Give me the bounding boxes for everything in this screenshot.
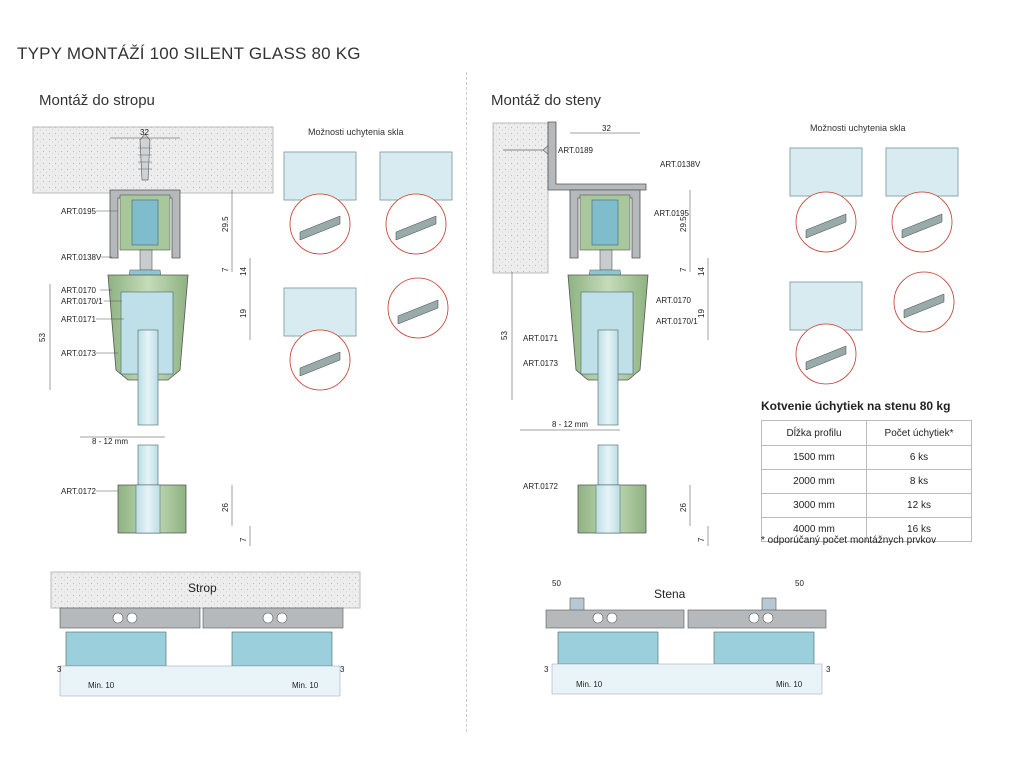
dim-7b: 7 bbox=[239, 537, 248, 542]
dim-7-r: 7 bbox=[679, 267, 688, 272]
label-art0173: ART.0173 bbox=[61, 349, 97, 358]
dim-32: 32 bbox=[140, 128, 149, 137]
dim-32-r: 32 bbox=[602, 124, 611, 133]
right-fifty-b: 50 bbox=[795, 579, 804, 588]
cell-count: 8 ks bbox=[866, 469, 972, 494]
left-min10-b: Min. 10 bbox=[292, 681, 319, 690]
dim-19: 19 bbox=[239, 309, 248, 318]
anchoring-table: Dĺžka profilu Počet úchytiek* 1500 mm 6 … bbox=[761, 420, 972, 542]
label-art0170-1-r: ART.0170/1 bbox=[656, 317, 698, 326]
dim-19-r: 19 bbox=[697, 309, 706, 318]
right-three-b: 3 bbox=[826, 665, 831, 674]
dim-53: 53 bbox=[38, 333, 47, 342]
right-min10-a: Min. 10 bbox=[576, 680, 603, 689]
label-art0189: ART.0189 bbox=[558, 146, 594, 155]
dim-14: 14 bbox=[239, 267, 248, 276]
right-fifty-a: 50 bbox=[552, 579, 561, 588]
dim-26-r: 26 bbox=[679, 503, 688, 512]
dim-14-r: 14 bbox=[697, 267, 706, 276]
page-title: TYPY MONTÁŽÍ 100 SILENT GLASS 80 KG bbox=[17, 44, 361, 63]
label-art0138v: ART.0138V bbox=[61, 253, 102, 262]
label-art0138v-r: ART.0138V bbox=[660, 160, 701, 169]
right-part-labels: ART.0189 ART.0138V ART.0195 ART.0170 ART… bbox=[523, 146, 701, 491]
label-art0172-r: ART.0172 bbox=[523, 482, 559, 491]
right-options-caption: Možnosti uchytenia skla bbox=[810, 123, 906, 133]
label-art0173-r: ART.0173 bbox=[523, 359, 559, 368]
label-strop: Strop bbox=[188, 581, 217, 595]
left-glass-options bbox=[283, 151, 453, 391]
label-art0170: ART.0170 bbox=[61, 286, 97, 295]
left-part-labels: ART.0195 ART.0138V ART.0170 ART.0170/1 A… bbox=[61, 207, 124, 496]
top-track-profile bbox=[109, 189, 181, 259]
dim-8-12: 8 - 12 mm bbox=[92, 437, 128, 446]
header-length: Dĺžka profilu bbox=[761, 420, 867, 446]
cell-length: 2000 mm bbox=[761, 469, 867, 494]
left-three-a: 3 bbox=[57, 665, 62, 674]
label-art0195-r: ART.0195 bbox=[654, 209, 690, 218]
table-row: 1500 mm 6 ks bbox=[761, 445, 972, 470]
cell-count: 16 ks bbox=[866, 517, 972, 542]
table-header-row: Dĺžka profilu Počet úchytiek* bbox=[761, 420, 972, 446]
dim-8-12-r: 8 - 12 mm bbox=[552, 420, 588, 429]
wall-bracket bbox=[547, 121, 647, 191]
header-count: Počet úchytiek* bbox=[866, 420, 972, 446]
cell-length: 1500 mm bbox=[761, 445, 867, 470]
wall-assembly bbox=[492, 121, 649, 534]
label-art0170-r: ART.0170 bbox=[656, 296, 692, 305]
label-art0170-1: ART.0170/1 bbox=[61, 297, 103, 306]
dim-53-r: 53 bbox=[500, 331, 509, 340]
right-dimension-lines bbox=[511, 132, 709, 546]
label-art0172: ART.0172 bbox=[61, 487, 97, 496]
dim-7b-r: 7 bbox=[697, 537, 706, 542]
right-min10-b: Min. 10 bbox=[776, 680, 803, 689]
dim-26: 26 bbox=[221, 503, 230, 512]
anchoring-table-title: Kotvenie úchytiek na stenu 80 kg bbox=[761, 399, 951, 413]
cell-count: 6 ks bbox=[866, 445, 972, 470]
left-three-b: 3 bbox=[340, 665, 345, 674]
dim-29-5: 29.5 bbox=[221, 216, 230, 232]
left-dimension-lines bbox=[49, 137, 251, 546]
wall-rail-assembly bbox=[545, 597, 827, 695]
cell-length: 3000 mm bbox=[761, 493, 867, 518]
table-footnote: * odporúčaný počet montážnych prvkov bbox=[761, 535, 937, 546]
table-row: 2000 mm 8 ks bbox=[761, 469, 972, 494]
label-art0195: ART.0195 bbox=[61, 207, 97, 216]
left-options-caption: Možnosti uchytenia skla bbox=[308, 127, 404, 137]
right-three-a: 3 bbox=[544, 665, 549, 674]
table-row: 3000 mm 12 ks bbox=[761, 493, 972, 518]
anchor-screw bbox=[139, 133, 151, 181]
ceiling-assembly bbox=[32, 126, 274, 534]
ceiling-mount-heading: Montáž do stropu bbox=[39, 92, 155, 109]
label-art0171-r: ART.0171 bbox=[523, 334, 559, 343]
section-divider bbox=[466, 72, 467, 732]
right-glass-options bbox=[789, 147, 959, 385]
cell-count: 12 ks bbox=[866, 493, 972, 518]
table-row: 4000 mm 16 ks bbox=[761, 517, 972, 542]
wall-concrete bbox=[492, 122, 549, 274]
wall-mount-heading: Montáž do steny bbox=[491, 92, 602, 109]
glass-panel-top bbox=[137, 329, 159, 426]
label-art0171: ART.0171 bbox=[61, 315, 97, 324]
dim-29-5-r: 29.5 bbox=[679, 216, 688, 232]
label-stena: Stena bbox=[654, 587, 686, 601]
dim-7: 7 bbox=[221, 267, 230, 272]
left-min10-a: Min. 10 bbox=[88, 681, 115, 690]
ceiling-concrete bbox=[32, 126, 274, 194]
ceiling-rail-assembly bbox=[50, 571, 361, 697]
